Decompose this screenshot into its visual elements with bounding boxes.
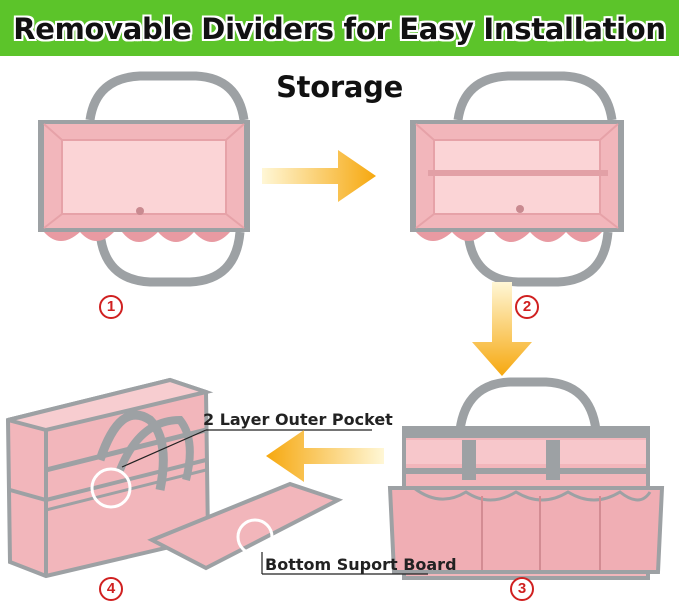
bag-angled-view	[5, 377, 214, 579]
bag-front-view	[387, 377, 665, 580]
banner-title: Removable Dividers for Easy Installation…	[13, 12, 666, 104]
bag-top-view-divider	[410, 71, 624, 287]
arrow-right-icon	[262, 150, 376, 202]
title-banner	[0, 0, 679, 56]
bottom-board-label: Bottom Suport Board	[265, 555, 457, 574]
step-marker-4: 4	[99, 577, 123, 601]
step-marker-3: 3	[510, 577, 534, 601]
step-marker-1: 1	[99, 295, 123, 319]
step-marker-2: 2	[515, 295, 539, 319]
bag-top-view-empty	[38, 71, 250, 287]
arrow-left-icon	[266, 430, 384, 482]
outer-pocket-label: 2 Layer Outer Pocket	[203, 410, 393, 429]
bottom-support-board	[147, 481, 344, 571]
outer-pocket-leader-line	[121, 429, 207, 468]
arrow-down-icon	[472, 282, 532, 376]
